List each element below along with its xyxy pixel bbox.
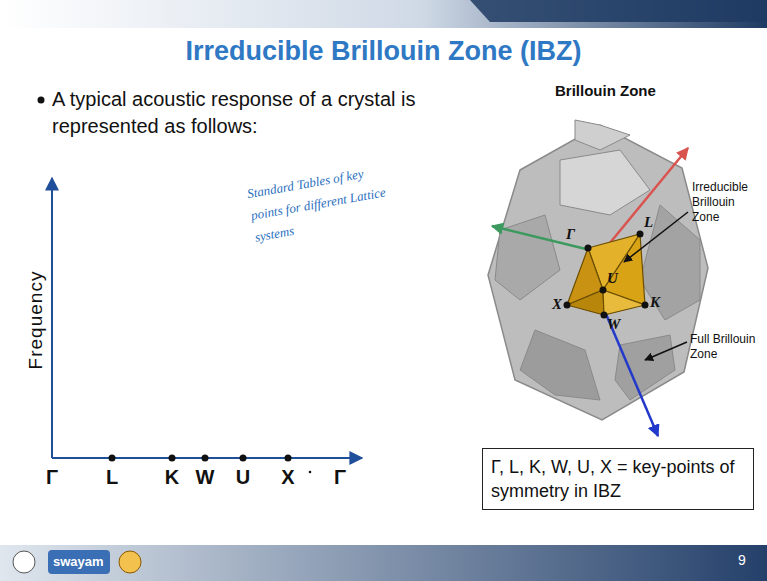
axis-point: U [236, 466, 250, 489]
axis-point: Γ [46, 466, 58, 489]
leader-line [645, 342, 687, 360]
callout-label: Full Brillouin Zone [690, 332, 762, 362]
axis-point: Γ [334, 466, 346, 489]
bullet-text: A typical acoustic response of a crystal… [52, 86, 472, 140]
logo [13, 551, 35, 573]
axis-title: Frequency [25, 271, 47, 370]
axis-arrow [600, 300, 658, 436]
top-band [0, 0, 767, 28]
key-point-box: Γ, L, K, W, U, X = key-points of symmetr… [482, 448, 754, 510]
key-point-label: W [607, 316, 620, 333]
bullet-dot [38, 97, 45, 104]
key-point-label: K [650, 294, 660, 311]
axis-point: K [165, 466, 179, 489]
axis-point: W [196, 466, 215, 489]
key-point-label: X [552, 296, 562, 313]
page-number: 9 [738, 552, 746, 568]
leader-line [624, 212, 688, 262]
figure-title: Brillouin Zone [555, 82, 656, 99]
axis-point: L [106, 466, 118, 489]
key-point-label: U [607, 270, 618, 287]
top-band-dark [470, 0, 767, 22]
key-point-label: L [644, 214, 653, 231]
key-point-label: Γ [566, 226, 575, 243]
y-axis [51, 178, 53, 458]
slide-title: Irreducible Brillouin Zone (IBZ) [0, 36, 767, 67]
axis-point: X [281, 466, 294, 489]
box-text: Γ, L, K, W, U, X = key-points of symmetr… [491, 455, 745, 503]
axis-arrow [492, 226, 590, 250]
irreducible-zone [567, 234, 645, 315]
logo [119, 551, 141, 573]
handwritten-note: Standard Tables of key points for differ… [245, 157, 404, 248]
logo-text: swayam [53, 554, 104, 569]
key-point-dots [564, 231, 649, 319]
brillouin-zone [488, 120, 708, 420]
axis-arrow [600, 148, 688, 255]
callout-label: Irreducible Brillouin Zone [692, 180, 764, 225]
logo [48, 550, 110, 574]
footer-band [0, 545, 767, 581]
